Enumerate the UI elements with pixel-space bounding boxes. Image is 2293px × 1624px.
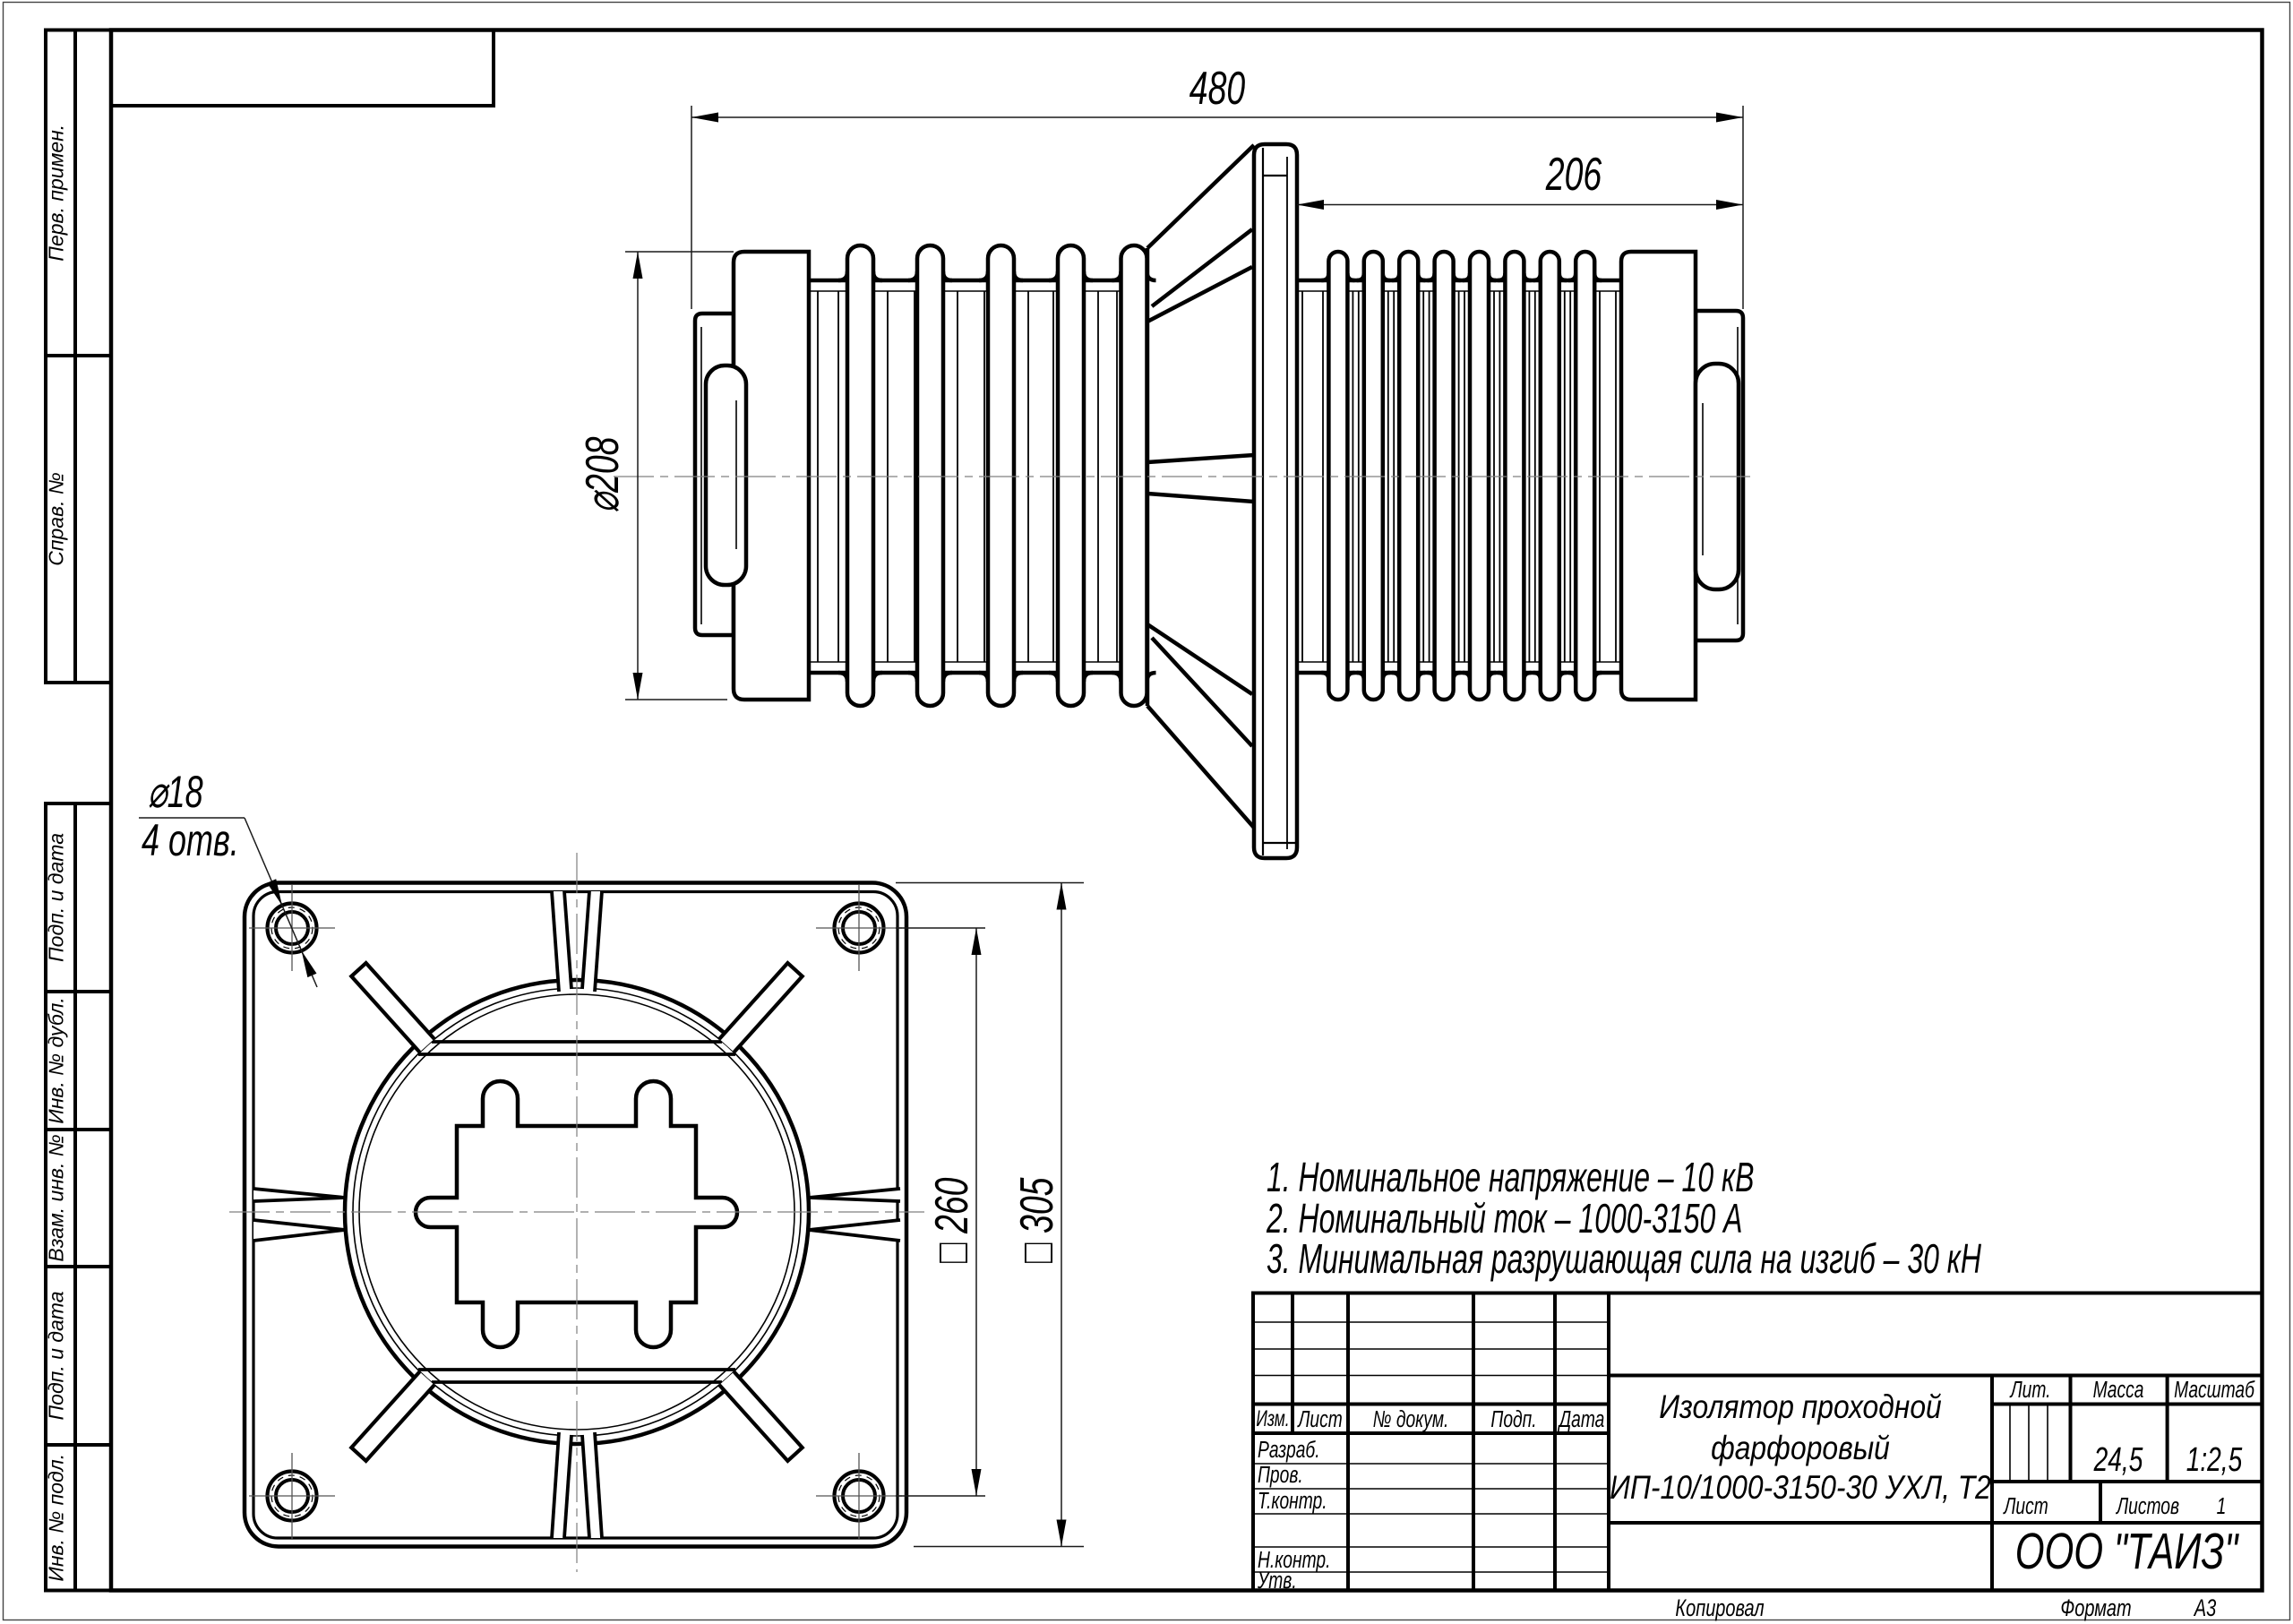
svg-text:А3: А3 xyxy=(2193,1594,2216,1622)
svg-text:1. Номинальное напряжение – 10: 1. Номинальное напряжение – 10 кВ xyxy=(1267,1155,1754,1200)
svg-text:Подп.: Подп. xyxy=(1490,1405,1536,1432)
svg-text:Формат: Формат xyxy=(2060,1594,2131,1622)
svg-text:Подп. и дата: Подп. и дата xyxy=(45,1292,68,1421)
svg-text:2. Номинальный ток – 1000-3150: 2. Номинальный ток – 1000-3150 А xyxy=(1266,1196,1742,1242)
svg-text:№ докум.: № докум. xyxy=(1373,1405,1449,1432)
svg-text:Инв. № подл.: Инв. № подл. xyxy=(45,1454,68,1582)
svg-text:Взам. инв. №: Взам. инв. № xyxy=(45,1134,68,1261)
svg-text:Масса: Масса xyxy=(2093,1376,2144,1403)
svg-text:□ 260: □ 260 xyxy=(925,1178,978,1263)
svg-text:Т.контр.: Т.контр. xyxy=(1258,1487,1327,1514)
svg-text:□ 305: □ 305 xyxy=(1010,1177,1063,1263)
svg-text:Пров.: Пров. xyxy=(1258,1461,1303,1488)
svg-text:Изолятор проходной: Изолятор проходной xyxy=(1659,1389,1941,1426)
svg-text:Инв. № дубл.: Инв. № дубл. xyxy=(45,997,68,1123)
svg-text:Лист: Лист xyxy=(1297,1405,1343,1432)
svg-text:фарфоровый: фарфоровый xyxy=(1711,1431,1890,1467)
svg-text:Перв. примен.: Перв. примен. xyxy=(45,125,68,262)
svg-text:ИП-10/1000-3150-30 УХЛ, Т2: ИП-10/1000-3150-30 УХЛ, Т2 xyxy=(1610,1470,1991,1507)
svg-text:3. Минимальная разрушающая сил: 3. Минимальная разрушающая сила на изгиб… xyxy=(1267,1236,1981,1282)
svg-text:Изм.: Изм. xyxy=(1256,1405,1289,1431)
svg-text:24,5: 24,5 xyxy=(2093,1441,2143,1479)
svg-text:Лит.: Лит. xyxy=(2009,1376,2051,1403)
svg-text:Листов: Листов xyxy=(2115,1492,2179,1519)
svg-text:Дата: Дата xyxy=(1557,1405,1604,1432)
svg-text:⌀18: ⌀18 xyxy=(148,768,203,817)
svg-text:Подп. и дата: Подп. и дата xyxy=(45,833,68,962)
svg-text:206: 206 xyxy=(1545,148,1602,201)
svg-text:Копировал: Копировал xyxy=(1675,1594,1764,1622)
svg-text:Разраб.: Разраб. xyxy=(1258,1436,1320,1463)
svg-text:Масштаб: Масштаб xyxy=(2174,1376,2255,1403)
svg-text:Утв.: Утв. xyxy=(1257,1567,1297,1594)
svg-text:ООО "ТАИЗ": ООО "ТАИЗ" xyxy=(2015,1523,2239,1580)
svg-text:480: 480 xyxy=(1189,62,1245,115)
svg-text:Справ. №: Справ. № xyxy=(45,472,68,566)
svg-text:1:2,5: 1:2,5 xyxy=(2186,1441,2243,1479)
svg-text:Лист: Лист xyxy=(2003,1492,2048,1519)
svg-text:4 отв.: 4 отв. xyxy=(142,816,239,865)
svg-text:⌀208: ⌀208 xyxy=(576,437,629,513)
svg-text:1: 1 xyxy=(2217,1492,2227,1519)
svg-text:Н.контр.: Н.контр. xyxy=(1258,1546,1330,1573)
